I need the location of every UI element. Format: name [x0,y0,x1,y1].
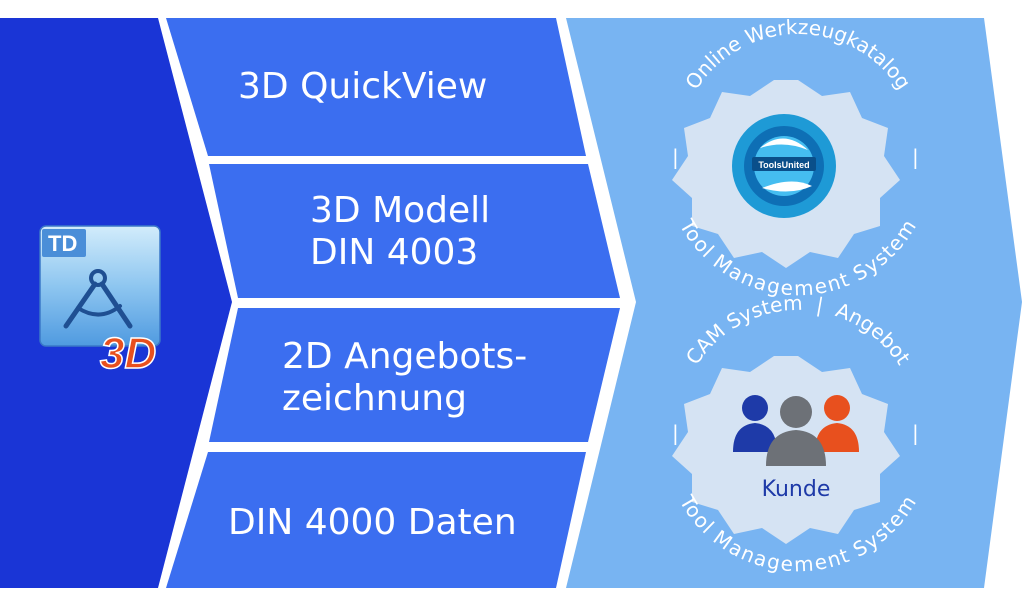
step-1-line-1: 3D QuickView [238,66,488,107]
step-label-modell: 3D Modell DIN 4003 [310,190,490,274]
step-chevron-2 [209,164,620,298]
person-center-icon [766,396,826,466]
step-chevron-4 [166,452,586,588]
person-left-icon [733,395,777,452]
td-badge-box [42,229,86,257]
step-label-din4000: DIN 4000 Daten [228,502,517,544]
td-badge-text: TD [48,231,77,256]
td-3d-app-icon: TD 3D [39,225,161,379]
step-4-line-1: DIN 4000 Daten [228,502,517,543]
customer-label: Kunde [762,477,831,502]
step-label-quickview: 3D QuickView [238,66,487,108]
bottom-separator-right: | [912,421,919,445]
step-label-angebotszeichnung: 2D Angebots- zeichnung [282,336,527,420]
step-3-line-1: 2D Angebots- [282,336,528,377]
step-2-line-2: DIN 4003 [310,232,479,273]
top-separator-left: | [672,145,679,169]
bottom-separator-left: | [672,421,679,445]
compass-icon [63,269,133,329]
step-2-line-1: 3D Modell [310,190,491,231]
step-chevron-3 [209,308,620,442]
toolsunited-logo-text: ToolsUnited [758,160,809,170]
step-3-line-2: zeichnung [282,378,467,419]
step-chevron-1 [166,18,586,156]
td-3d-label: 3D [100,329,156,378]
top-separator-right: | [912,145,919,169]
people-group-icon [733,395,859,466]
toolsunited-logo-icon [752,138,816,192]
person-right-icon [815,395,859,452]
